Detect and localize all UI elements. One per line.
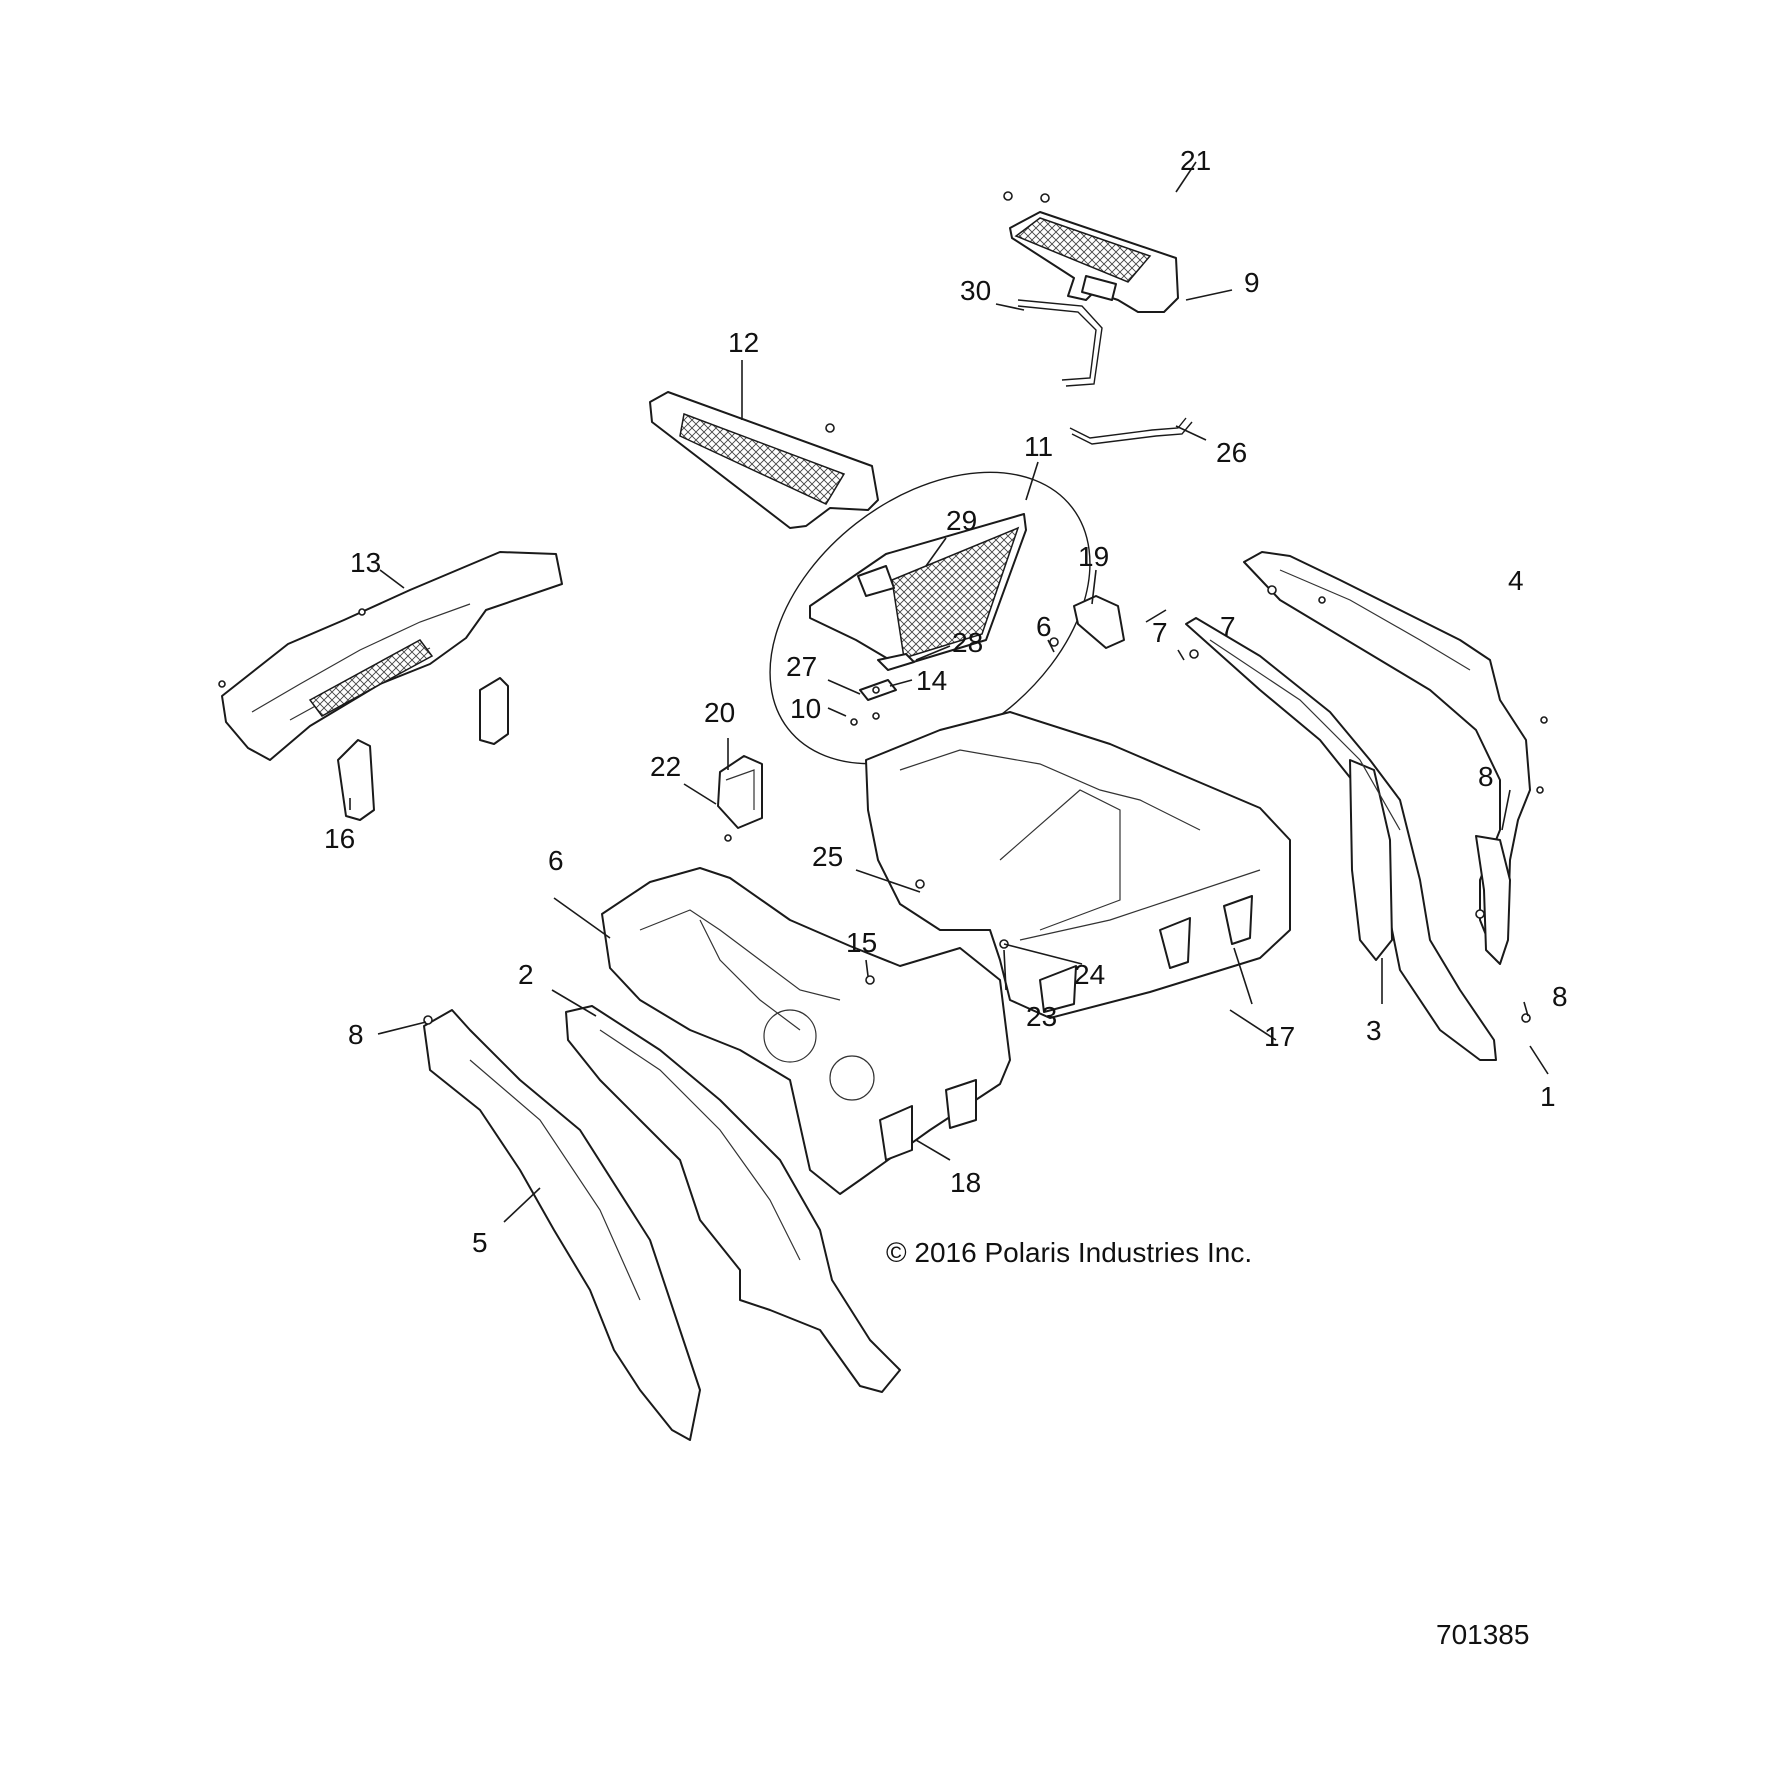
callout-19: 19 [1078,541,1109,572]
part-20-bracket [717,755,763,829]
callout-25: 25 [812,841,843,872]
callout-27: 27 [786,651,817,682]
callout-21: 21 [1180,145,1211,176]
callout-1: 1 [1540,1081,1556,1112]
callout-13: 13 [350,547,381,578]
callout-2: 2 [518,959,534,990]
callout-11: 11 [1024,431,1053,462]
callout-labels: 21 9 30 26 12 11 29 13 16 19 6 28 14 27 … [324,145,1568,1258]
callout-7b: 7 [1152,617,1168,648]
part-30-rod [1017,299,1103,387]
part-19-bracket [1073,595,1125,649]
part-12-storage-tray [649,391,879,529]
callout-6a: 6 [1036,611,1052,642]
callout-28: 28 [952,627,983,658]
fasteners [218,191,1548,1025]
callout-9: 9 [1244,267,1260,298]
callout-20: 20 [704,697,735,728]
part-2-side-panel [565,1005,901,1393]
callout-15: 15 [846,927,877,958]
callout-24: 24 [1074,959,1105,990]
callout-4: 4 [1508,565,1524,596]
part-5-trim [423,1009,701,1441]
callout-8a: 8 [1478,761,1494,792]
part-29-net-panel [809,513,1027,667]
callout-30: 30 [960,275,991,306]
callout-18: 18 [950,1167,981,1198]
callout-14: 14 [916,665,947,696]
callout-7a: 7 [1220,611,1236,642]
diagram-number: 701385 [1436,1619,1529,1650]
parts-27-28-14-hardware [850,653,915,726]
part-26-rod [1069,417,1193,445]
callout-17: 17 [1264,1021,1295,1052]
copyright-notice: © 2016 Polaris Industries Inc. [886,1237,1252,1268]
callout-5: 5 [472,1227,488,1258]
callout-16: 16 [324,823,355,854]
part-8-trim [1475,835,1511,965]
part-18-front-floor [601,867,1011,1195]
callout-8b: 8 [1552,981,1568,1012]
part-9-storage-tray [1009,211,1179,313]
part-13-rear-panel [221,551,563,821]
callout-10: 10 [790,693,821,724]
callout-8c: 8 [348,1019,364,1050]
part-17-rear-floor [865,711,1291,1019]
callout-23: 23 [1026,1001,1057,1032]
callout-3: 3 [1366,1015,1382,1046]
leader-lines [349,161,1549,1223]
part-3-trim [1185,617,1497,1061]
callout-22: 22 [650,751,681,782]
callout-26: 26 [1216,437,1247,468]
callout-6b: 6 [548,845,564,876]
callout-29: 29 [946,505,977,536]
callout-12: 12 [728,327,759,358]
